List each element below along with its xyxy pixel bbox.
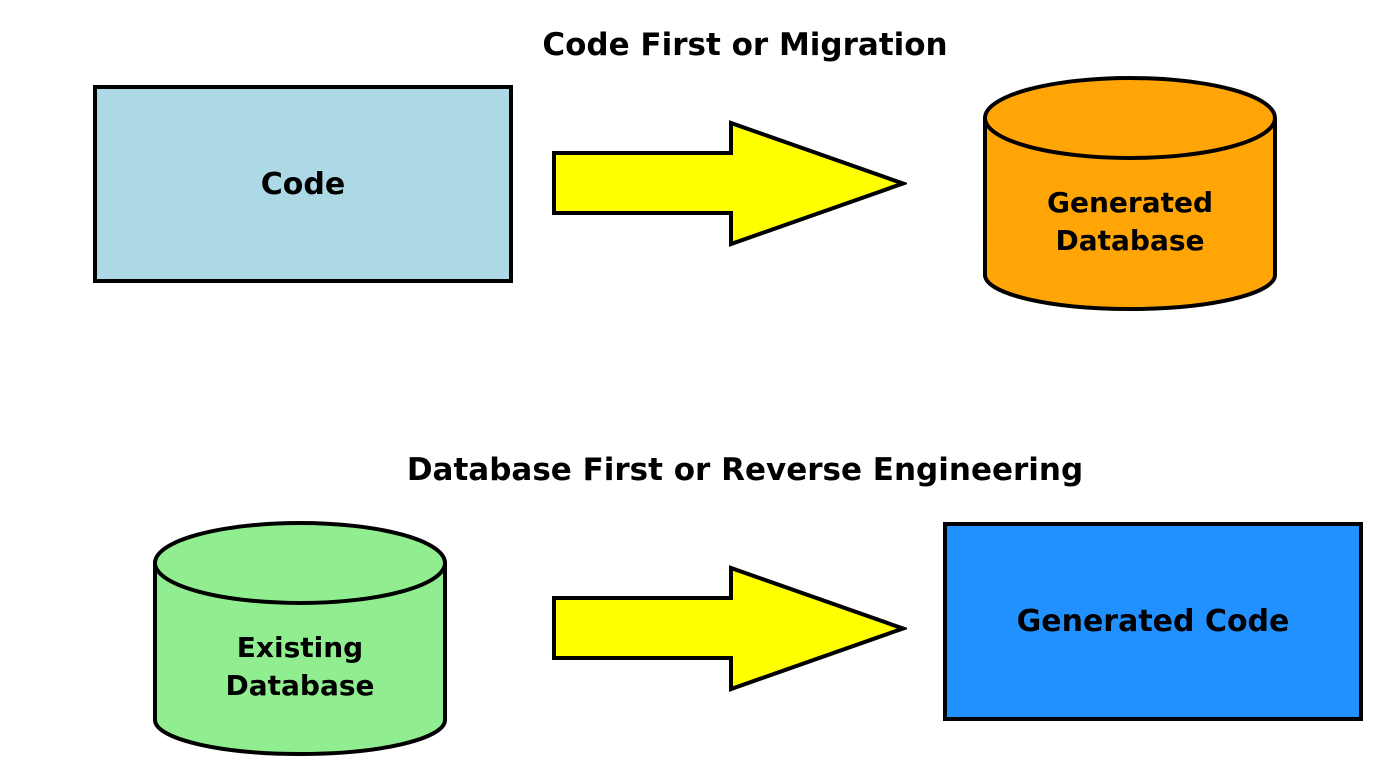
database-cylinder-icon — [153, 521, 447, 756]
cylinder-top-arc — [153, 562, 447, 605]
generated-code-box-label: Generated Code — [1016, 604, 1290, 639]
generated-database-label-line2: Database — [1055, 224, 1205, 257]
code-box-label: Code — [260, 166, 346, 202]
right-arrow-shape — [552, 120, 907, 247]
existing-database-label-line1: Existing — [236, 631, 364, 664]
database-cylinder-icon — [983, 76, 1277, 311]
generated-database-label-line1: Generated — [1046, 186, 1214, 219]
section-title-database-first: Database First or Reverse Engineering — [406, 452, 1084, 488]
existing-database-cylinder: Existing Database — [153, 521, 447, 757]
code-box: Code — [93, 85, 513, 283]
right-arrow-icon — [552, 565, 907, 692]
existing-database-label: Existing Database — [153, 629, 447, 705]
cylinder-top-arc — [983, 117, 1277, 160]
right-arrow-icon — [552, 120, 907, 247]
section-title-code-first: Code First or Migration — [542, 27, 948, 63]
cylinder-body — [153, 521, 447, 756]
generated-database-label: Generated Database — [983, 184, 1277, 260]
right-arrow-shape — [552, 565, 907, 692]
existing-database-label-line2: Database — [225, 669, 375, 702]
generated-code-box: Generated Code — [943, 522, 1363, 721]
cylinder-body — [983, 76, 1277, 311]
generated-database-cylinder: Generated Database — [983, 76, 1277, 312]
